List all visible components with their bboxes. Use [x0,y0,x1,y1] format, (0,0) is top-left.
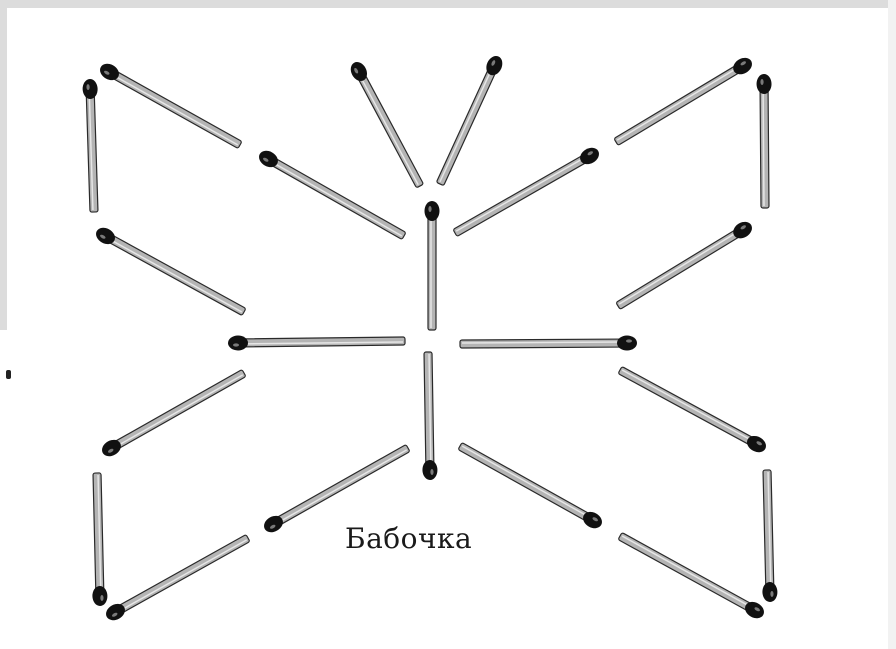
match-stick [428,213,436,330]
match-icon-14 [421,352,438,480]
match-head [228,335,248,350]
match-stick-highlight [622,536,749,606]
match-head [762,582,777,602]
match-stick-highlight [114,76,238,145]
match-icon-11 [614,218,755,312]
match-icon-15 [99,366,248,459]
match-stick-highlight [110,240,241,312]
match-head [617,335,637,350]
match-icon-22 [616,529,766,621]
match-stick-highlight [440,71,491,182]
match-icon-19 [616,363,768,455]
match-icon-9 [756,74,772,208]
match-icon-12 [228,334,405,351]
match-icon-3 [256,148,408,243]
match-head [82,79,98,99]
match-stick-highlight [273,163,402,236]
match-icon-21 [456,439,605,531]
match-icon-2 [82,79,101,212]
match-icon-1 [97,61,244,152]
match-stick-highlight [617,68,737,140]
match-icon-20 [760,470,778,602]
match-stick-highlight [462,446,588,516]
match-icon-10 [451,145,602,240]
match-stick-highlight [361,77,418,184]
match-head-shine [428,206,431,212]
match-stick-highlight [763,90,764,206]
match-head [425,201,440,221]
match-stick-highlight [121,540,247,610]
match-stick-highlight [279,450,407,522]
match-head [422,460,437,480]
match-stick-highlight [456,158,584,231]
match-icon-18 [103,531,252,623]
match-icon-5 [348,59,427,189]
match-head [92,586,107,606]
match-head [756,74,771,94]
match-icon-13 [460,335,637,351]
match-stick-highlight [117,375,243,446]
match-icon-6 [433,53,505,187]
match-icon-7 [425,201,440,330]
match-stick-highlight [622,370,751,440]
match-icon-8 [612,54,755,148]
match-stick [436,66,497,186]
match-stick-highlight [462,342,621,343]
figure-caption: Бабочка [345,522,472,555]
match-icon-4 [93,225,247,319]
match-stick-highlight [619,232,737,304]
match-icon-16 [90,473,108,606]
